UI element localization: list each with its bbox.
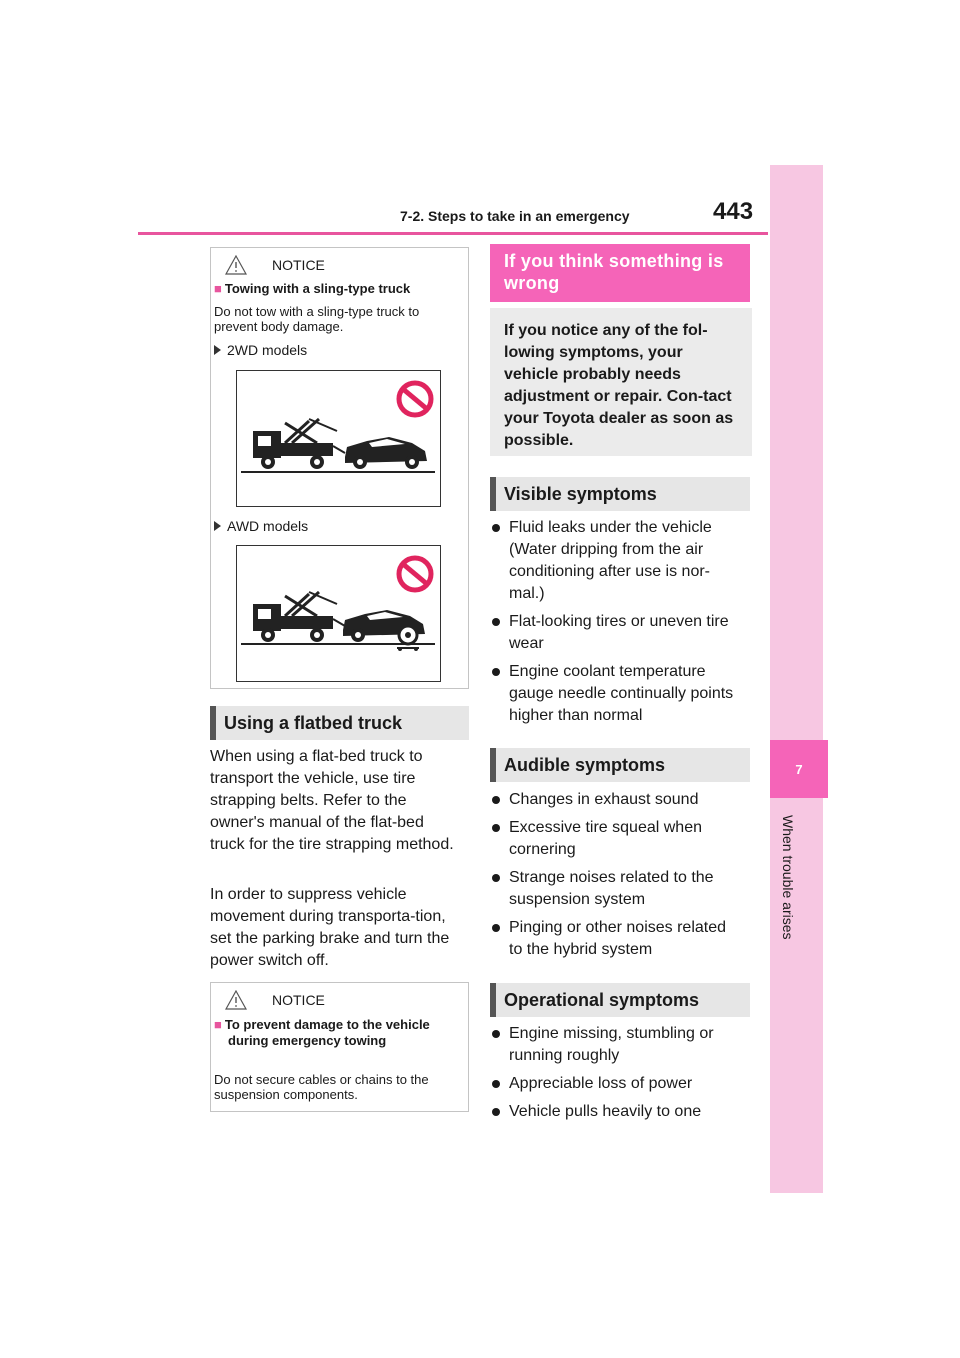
list-item: Excessive tire squeal when cornering (490, 817, 735, 861)
intro-box: If you notice any of the fol-lowing symp… (490, 308, 752, 456)
warning-triangle-icon (225, 990, 247, 1010)
notice-title: ■To prevent damage to the vehicle during… (214, 1017, 430, 1048)
list-item: Strange noises related to the suspension… (490, 867, 735, 911)
intro-text: If you notice any of the fol-lowing symp… (504, 322, 734, 449)
notice-box-sling-truck: NOTICE ■Towing with a sling-type truck D… (210, 247, 469, 689)
notice-label: NOTICE (272, 992, 325, 1008)
list-item: Changes in exhaust sound (490, 789, 735, 811)
paragraph-flatbed-1: When using a flat-bed truck to transport… (210, 748, 454, 853)
list-item: Fluid leaks under the vehicle (Water dri… (490, 517, 735, 605)
list-item: Engine coolant temperature gauge needle … (490, 661, 735, 727)
chapter-title-vertical: When trouble arises (772, 815, 812, 965)
header-rule (138, 232, 768, 235)
section-heading-flatbed: Using a flatbed truck (210, 706, 469, 740)
warning-triangle-icon (225, 255, 247, 275)
illustration-awd-sling-tow (236, 545, 441, 682)
notice-body: Do not secure cables or chains to the su… (214, 1072, 429, 1102)
section-heading-visible: Visible symptoms (490, 477, 750, 511)
list-item: Engine missing, stumbling or running rou… (490, 1023, 735, 1067)
section-heading-audible: Audible symptoms (490, 748, 750, 782)
model-label-awd: AWD models (214, 518, 308, 534)
notice-header: NOTICE (225, 990, 325, 1010)
list-item: Pinging or other noises related to the h… (490, 917, 735, 961)
chapter-title: When trouble arises (780, 815, 796, 940)
notice-header: NOTICE (225, 255, 325, 275)
list-item: Appreciable loss of power (490, 1073, 735, 1095)
section-heading-text: Operational symptoms (504, 989, 700, 1010)
section-heading-text: If you think something is wrong (504, 251, 724, 293)
notice-title: ■Towing with a sling-type truck (214, 281, 411, 296)
list-item: Flat-looking tires or uneven tire wear (490, 611, 735, 655)
section-heading-text: Audible symptoms (504, 754, 666, 775)
chapter-side-strip (770, 165, 823, 1193)
notice-body: Do not tow with a sling-type truck to pr… (214, 304, 420, 334)
chapter-number: 7 (795, 761, 803, 777)
tow-truck-illustration (241, 555, 435, 651)
notice-label: NOTICE (272, 257, 325, 273)
section-heading-text: Using a flatbed truck (224, 712, 403, 733)
section-heading-text: Visible symptoms (504, 483, 657, 504)
arrow-icon (214, 521, 221, 531)
page-number: 443 (713, 198, 754, 225)
section-heading-wrong: If you think something is wrong (490, 244, 750, 302)
notice-box-emergency-towing: NOTICE ■To prevent damage to the vehicle… (210, 982, 469, 1112)
model-label-2wd: 2WD models (214, 342, 307, 358)
arrow-icon (214, 345, 221, 355)
chapter-tab[interactable]: 7 (770, 740, 828, 798)
tow-truck-illustration (241, 380, 435, 473)
section-heading-operational: Operational symptoms (490, 983, 750, 1017)
paragraph-flatbed-2: In order to suppress vehicle movement du… (210, 886, 450, 969)
section-title: 7-2. Steps to take in an emergency (400, 208, 630, 224)
illustration-2wd-sling-tow (236, 370, 441, 507)
list-item: Vehicle pulls heavily to one (490, 1101, 735, 1123)
